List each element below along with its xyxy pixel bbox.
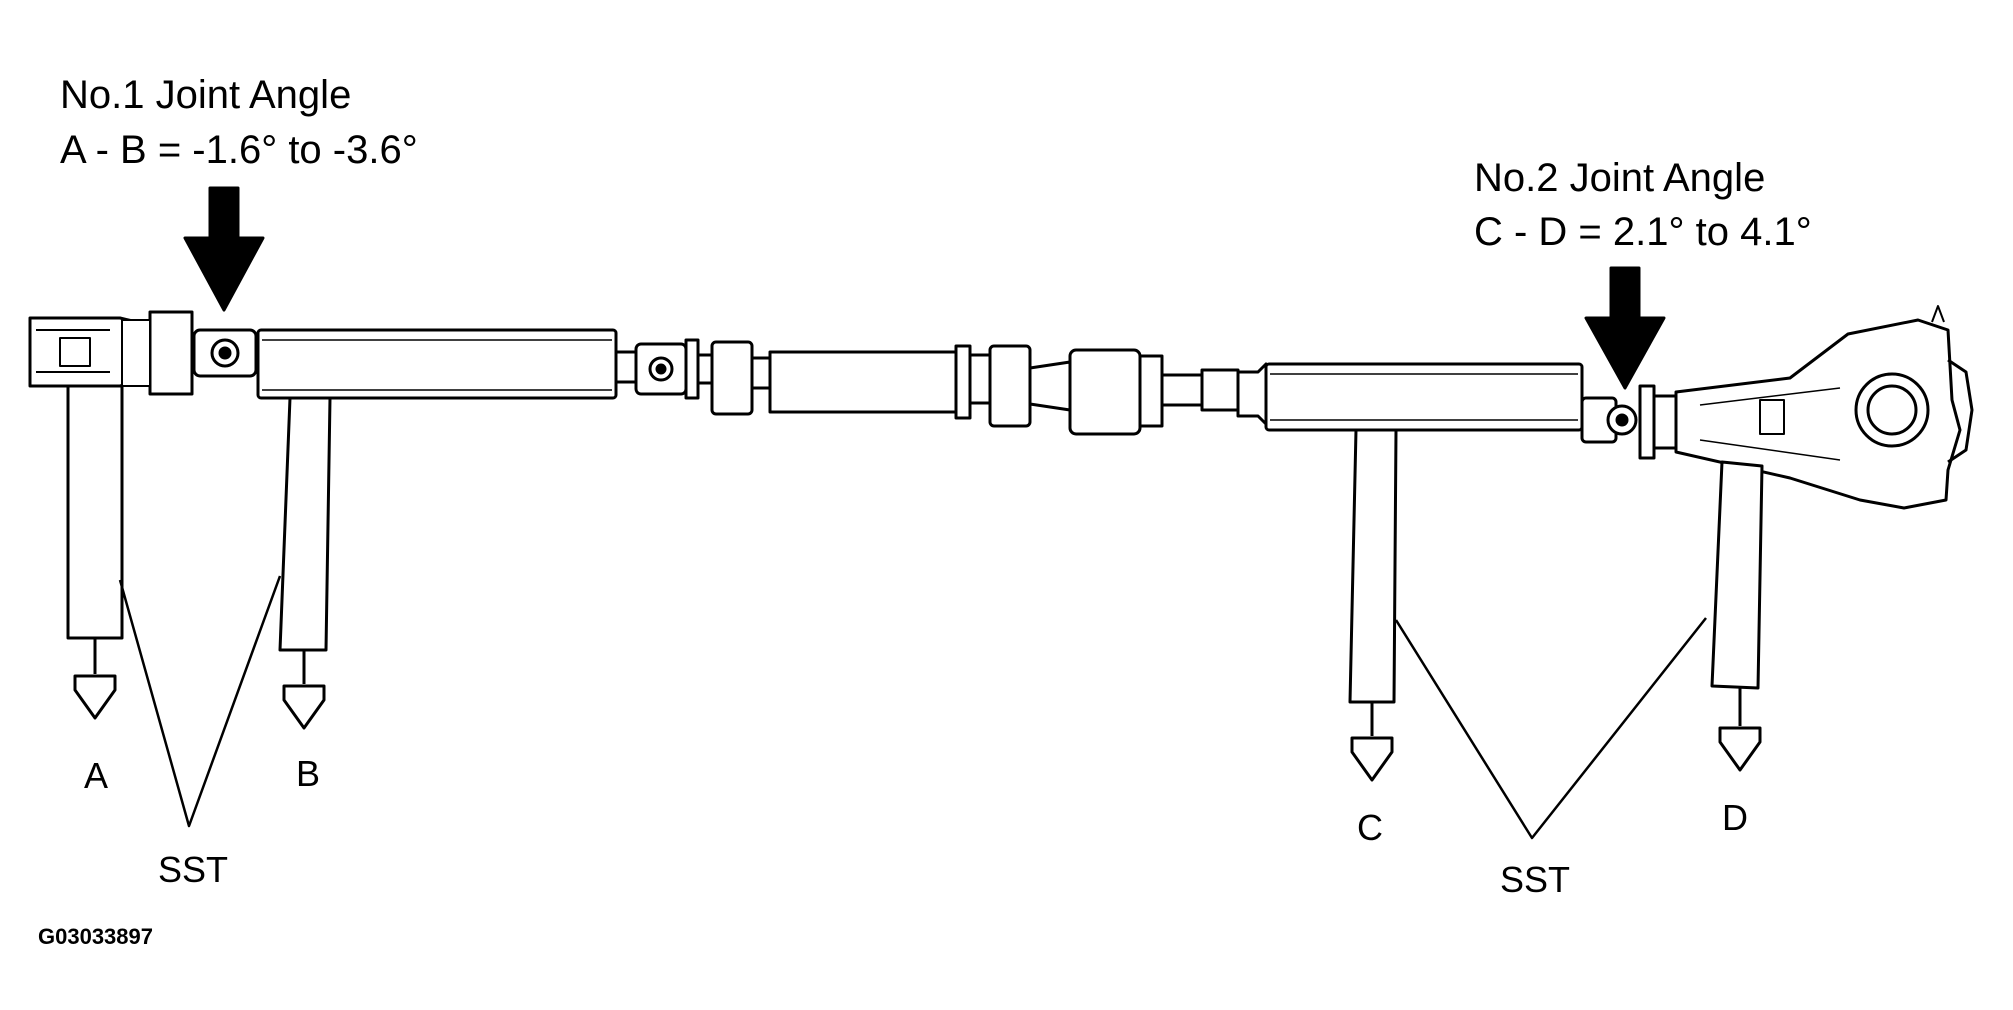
sst-leader-left	[118, 575, 282, 828]
universal-joint-1	[192, 328, 258, 378]
joint-1-formula: A - B = -1.6° to -3.6°	[60, 128, 418, 172]
arrow-joint-2-icon	[1584, 266, 1666, 390]
center-shaft-section	[696, 340, 1240, 436]
sst-gauge-b	[278, 396, 332, 730]
point-a-label: A	[84, 755, 109, 796]
universal-joint-front-middle	[614, 338, 700, 400]
sst-gauge-c	[1348, 428, 1398, 782]
rear-propeller-tube	[1236, 362, 1584, 432]
sst-label-left: SST	[158, 849, 229, 890]
sst-gauge-d	[1710, 460, 1764, 772]
transmission-end	[28, 310, 194, 396]
joint-2-title: No.2 Joint Angle	[1474, 156, 1766, 200]
differential-housing	[1674, 305, 1974, 510]
joint-2-formula: C - D = 2.1° to 4.1°	[1474, 210, 1812, 254]
point-b-label: B	[296, 753, 321, 794]
point-c-label: C	[1357, 807, 1383, 848]
sst-label-right: SST	[1500, 859, 1571, 900]
arrow-joint-1-icon	[183, 186, 265, 312]
front-propeller-tube	[256, 328, 618, 400]
sst-gauge-a	[66, 384, 124, 720]
figure-code: G03033897	[38, 924, 153, 949]
joint-1-title: No.1 Joint Angle	[60, 73, 352, 117]
sst-leader-right	[1394, 617, 1707, 840]
point-d-label: D	[1722, 797, 1748, 838]
universal-joint-2	[1580, 384, 1678, 460]
